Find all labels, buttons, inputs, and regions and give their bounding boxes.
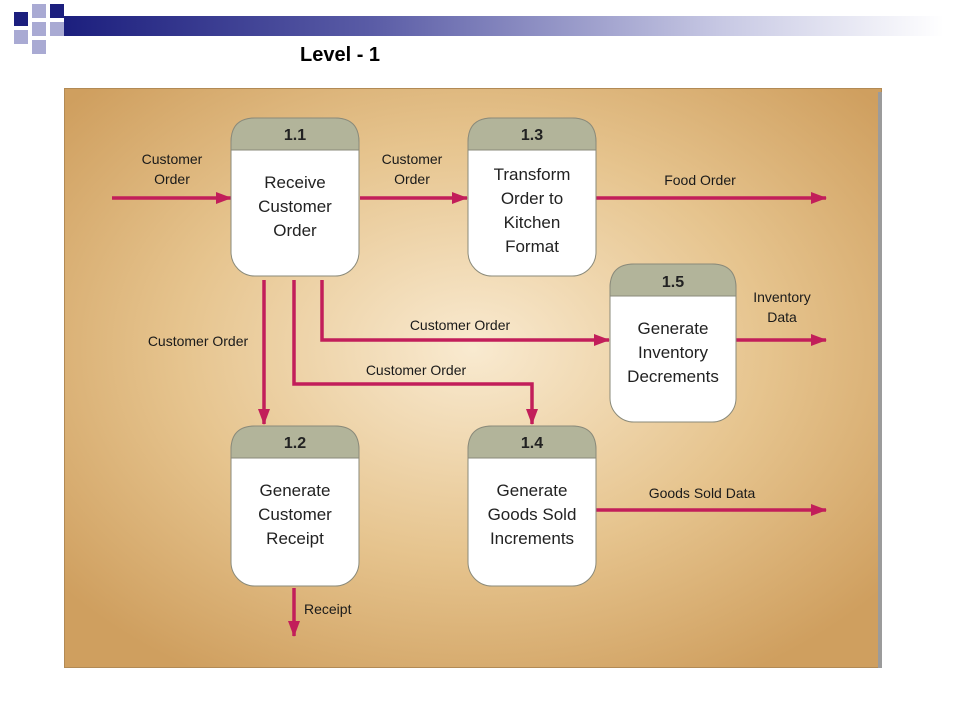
process-1-2-line-3: Receipt <box>266 529 324 548</box>
deco-square-light-3 <box>50 22 64 36</box>
process-1-1-line-3: Order <box>273 221 317 240</box>
flow-label-in-customer-order-1: Customer <box>142 151 203 167</box>
flow-label-order-to-1-4: Customer Order <box>366 362 467 378</box>
process-1-5: 1.5 Generate Inventory Decrements <box>609 263 737 423</box>
deco-square-dark-2 <box>50 4 64 18</box>
process-1-3-line-3: Kitchen <box>504 213 561 232</box>
process-1-5-line-1: Generate <box>638 319 709 338</box>
flow-label-order-to-1-5: Customer Order <box>410 317 511 333</box>
header-gradient-bar <box>64 16 944 36</box>
process-1-5-line-3: Decrements <box>627 367 719 386</box>
slide-title: Level - 1 <box>300 44 381 66</box>
process-1-1-line-1: Receive <box>264 173 325 192</box>
flow-label-order-to-1-2: Customer Order <box>148 333 249 349</box>
process-1-3-line-4: Format <box>505 237 559 256</box>
deco-square-light-2 <box>32 22 46 36</box>
process-1-2-line-1: Generate <box>260 481 331 500</box>
process-1-3-line-1: Transform <box>494 165 571 184</box>
process-1-2: 1.2 Generate Customer Receipt <box>230 425 360 587</box>
process-1-3-id: 1.3 <box>521 127 543 144</box>
diagram-shadow-right <box>878 92 882 668</box>
process-1-5-line-2: Inventory <box>638 343 708 362</box>
flow-label-goods-sold-data: Goods Sold Data <box>649 485 756 501</box>
deco-square-light-1 <box>32 4 46 18</box>
process-1-2-id: 1.2 <box>284 435 306 452</box>
flow-label-in-customer-order-2: Order <box>154 171 190 187</box>
flow-label-inventory-data-2: Data <box>767 309 797 325</box>
process-1-4-line-3: Increments <box>490 529 574 548</box>
deco-square-light-5 <box>32 40 46 54</box>
process-1-3-line-2: Order to <box>501 189 563 208</box>
deco-square-light-4 <box>14 30 28 44</box>
process-1-1-line-2: Customer <box>258 197 332 216</box>
flow-label-receipt: Receipt <box>304 601 352 617</box>
process-1-4-line-1: Generate <box>497 481 568 500</box>
process-1-1-id: 1.1 <box>284 127 306 144</box>
deco-square-dark-1 <box>14 12 28 26</box>
process-1-3: 1.3 Transform Order to Kitchen Format <box>467 117 597 277</box>
flow-line-order-to-1-4 <box>292 280 538 425</box>
process-1-2-line-2: Customer <box>258 505 332 524</box>
process-1-5-id: 1.5 <box>662 274 684 291</box>
dfd-diagram: 1.1 Receive Customer Order 1.3 Transform… <box>64 88 882 668</box>
flow-label-order-to-1-3-1: Customer <box>382 151 443 167</box>
process-1-4: 1.4 Generate Goods Sold Increments <box>467 425 597 587</box>
flow-label-food-order: Food Order <box>664 172 736 188</box>
flow-label-inventory-data-1: Inventory <box>753 289 811 305</box>
process-1-1: 1.1 Receive Customer Order <box>230 117 360 277</box>
flow-label-order-to-1-3-2: Order <box>394 171 430 187</box>
process-1-4-line-2: Goods Sold <box>488 505 577 524</box>
process-1-4-id: 1.4 <box>521 435 543 452</box>
flow-line-order-to-1-5 <box>320 280 610 346</box>
